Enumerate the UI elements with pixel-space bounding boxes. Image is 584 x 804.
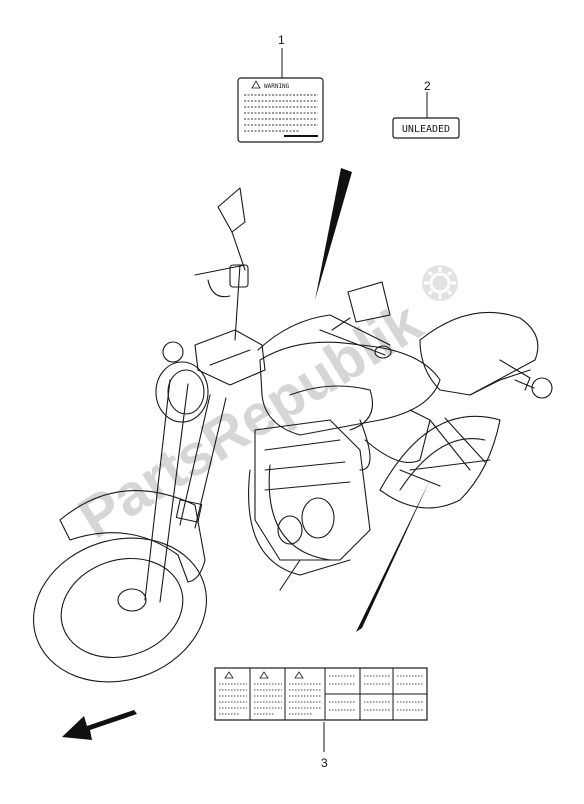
warning-label-title: WARNING xyxy=(264,83,290,90)
callout-number-3: 3 xyxy=(321,756,328,770)
gear-icon xyxy=(422,265,458,301)
motorcycle-illustration xyxy=(33,187,553,683)
arrow-icon xyxy=(62,710,137,740)
unleaded-label-text: UNLEADED xyxy=(402,124,450,135)
callout-number-2: 2 xyxy=(424,79,431,93)
callout-number-1: 1 xyxy=(278,33,285,47)
unleaded-label: UNLEADED xyxy=(392,117,460,139)
pointer-wedge-lower xyxy=(356,480,430,632)
info-label xyxy=(214,667,428,721)
warning-label: WARNING xyxy=(237,77,324,143)
pointer-wedge-upper xyxy=(315,168,352,300)
